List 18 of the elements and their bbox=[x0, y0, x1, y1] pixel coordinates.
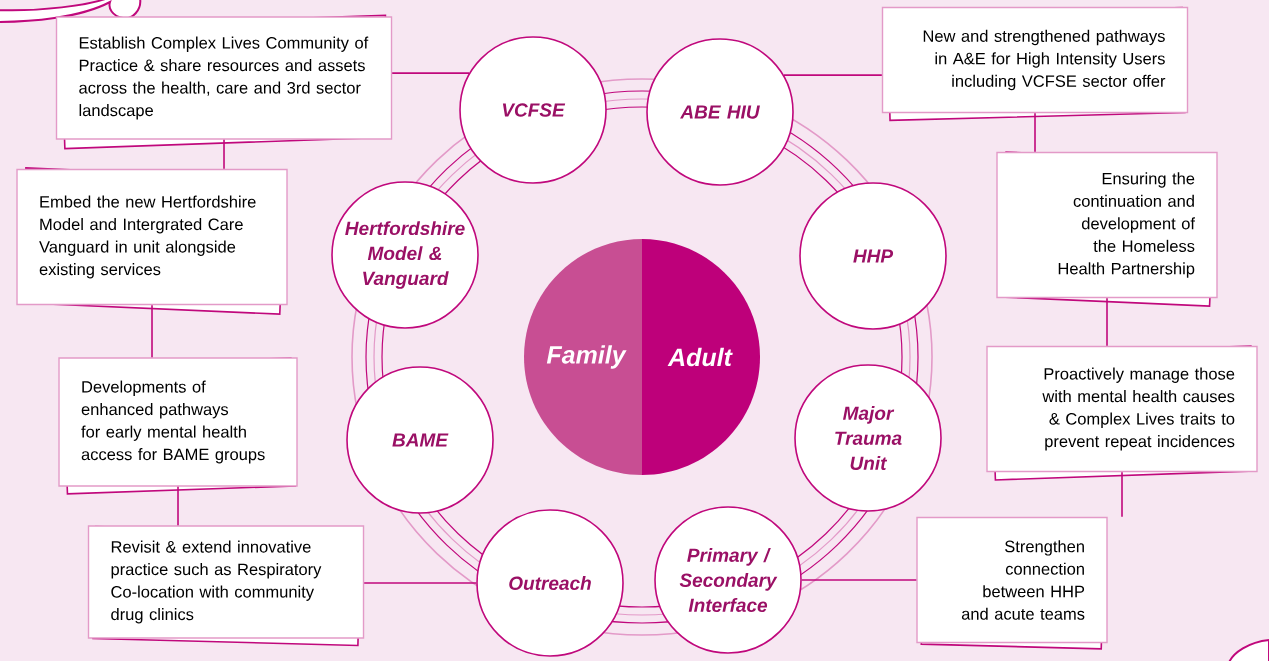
connector bbox=[177, 485, 179, 527]
connector bbox=[391, 72, 470, 74]
connector bbox=[151, 304, 153, 359]
connector bbox=[1121, 471, 1123, 518]
text-box: Developments of enhanced pathways for early mental health access for BAME groups bbox=[58, 357, 298, 495]
connector bbox=[223, 138, 225, 170]
connector bbox=[801, 579, 918, 581]
text-box: Ensuring the continuation and development of the Homeless Health Partnership bbox=[996, 151, 1218, 307]
connector bbox=[1106, 297, 1108, 347]
text-box: Strengthen connection between HHP and acute teams bbox=[916, 516, 1108, 650]
connector bbox=[783, 74, 883, 76]
text-box: Proactively manage those with mental health causes & Complex Lives traits to prevent repeat incidences bbox=[986, 345, 1258, 481]
text-box: Embed the new Hertfordshire Model and Intergrated Care Vanguard in unit alongside existing services bbox=[16, 167, 288, 315]
text-box: New and strengthened pathways in A&E for High Intensity Users including VCFSE sector offer bbox=[881, 6, 1189, 122]
text-box: Establish Complex Lives Community of Practice & share resources and assets across the health, care and 3rd sector landscape bbox=[55, 14, 393, 150]
text-box: Revisit & extend innovative practice such as Respiratory Co-location with community drug clinics bbox=[87, 525, 365, 647]
connector bbox=[363, 582, 477, 584]
connector bbox=[1034, 112, 1036, 153]
